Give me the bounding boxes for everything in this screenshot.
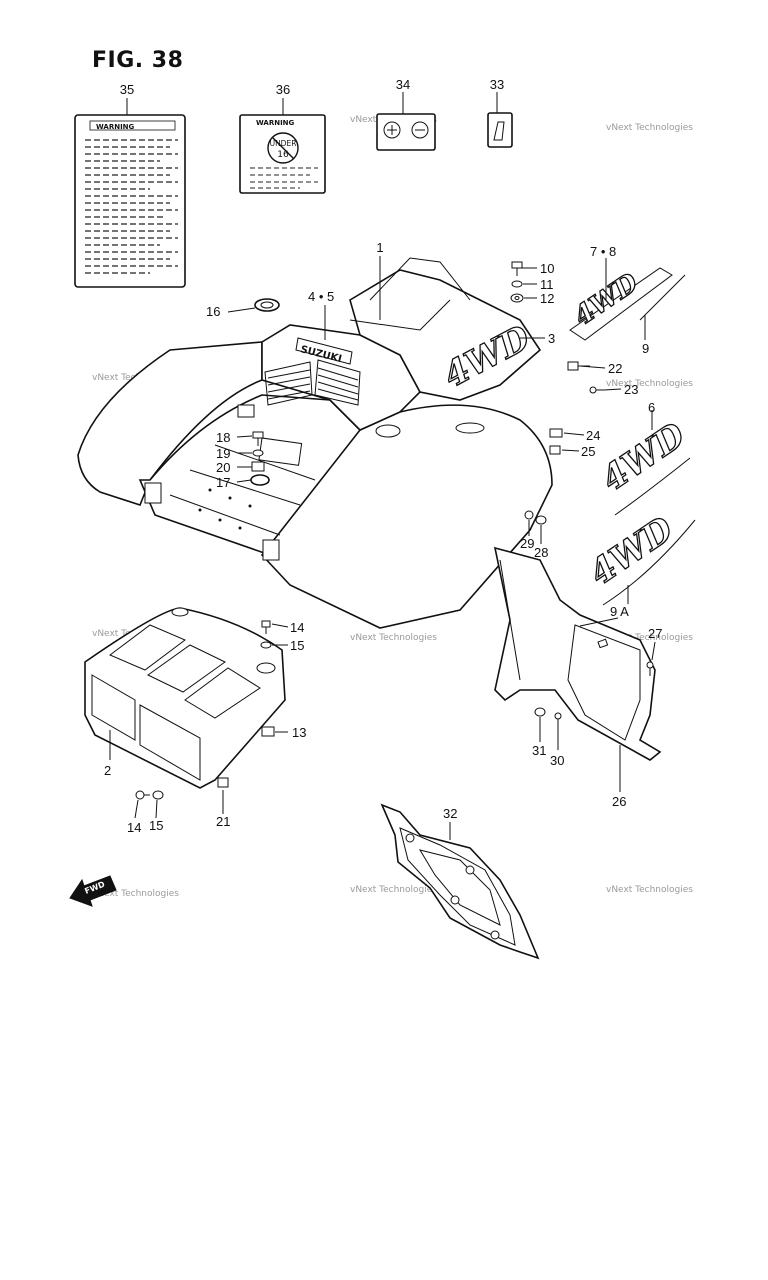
watermark-10: vNext Technologies <box>92 889 179 899</box>
callout-25: 25 <box>581 444 595 459</box>
grommet-part-17 <box>250 474 270 486</box>
fwd-arrow: FWD <box>69 875 117 907</box>
mud-guard-part-32 <box>380 803 540 960</box>
callout-27: 27 <box>648 626 662 641</box>
washer-part-31 <box>534 707 546 717</box>
callout-19: 19 <box>216 446 230 461</box>
watermark-6: vNext Technologies <box>606 379 693 389</box>
nut-part-24 <box>549 428 563 438</box>
watermark-8: vNext Technologies <box>350 633 437 643</box>
clip-part-21 <box>217 777 229 788</box>
watermark-11: vNext Technologies <box>350 885 437 895</box>
front-fender-part-1: SUZUKI <box>77 257 553 629</box>
age-text: 16 <box>277 150 289 160</box>
callout-36: 36 <box>276 82 290 97</box>
callout-7-8: 7 • 8 <box>590 244 616 259</box>
decal-4wd-part-7-8: 4WD <box>568 267 686 341</box>
callout-12: 12 <box>540 291 554 306</box>
callout-17: 17 <box>216 475 230 490</box>
clip-part-22 <box>567 361 590 371</box>
watermark-12: vNext Technologies <box>606 885 693 895</box>
clip-part-13 <box>261 726 275 737</box>
callout-15-lower: 15 <box>149 818 163 833</box>
callout-11: 11 <box>540 277 554 292</box>
callout-29: 29 <box>520 536 534 551</box>
callout-9: 9 <box>642 341 649 356</box>
callout-31: 31 <box>532 743 546 758</box>
callout-21: 21 <box>216 814 230 829</box>
callout-23: 23 <box>624 382 638 397</box>
warning-card-part-35: WARNING <box>74 114 186 288</box>
screw-part-23 <box>589 386 604 394</box>
nut-part-20 <box>251 461 265 472</box>
figure-title: FIG. 38 <box>92 48 184 73</box>
callout-16: 16 <box>206 304 220 319</box>
callout-9a: 9 A <box>610 604 629 619</box>
under-text: UNDER <box>270 139 297 148</box>
side-panel-part-26 <box>493 546 662 761</box>
callout-4-5: 4 • 5 <box>308 289 334 304</box>
decal-4wd-text-9a: 4WD <box>583 509 682 594</box>
screw-part-29 <box>524 510 534 520</box>
callout-14-upper: 14 <box>290 620 304 635</box>
nut-part-12 <box>510 293 524 303</box>
leader-lines <box>109 92 656 840</box>
callout-3: 3 <box>548 331 555 346</box>
hardware-parts <box>135 261 654 800</box>
callout-26: 26 <box>612 794 626 809</box>
screw-part-14-lower <box>135 790 150 800</box>
warning-label-heading: WARNING <box>256 119 295 127</box>
callout-20: 20 <box>216 460 230 475</box>
screw-part-27 <box>646 661 654 676</box>
callout-28: 28 <box>534 545 548 560</box>
callout-numbers: 35 36 34 33 1 10 11 12 7 • 8 16 4 • 5 3 … <box>104 77 662 835</box>
front-cover-part-2 <box>84 607 286 789</box>
callout-35: 35 <box>120 82 134 97</box>
screw-part-30 <box>554 712 562 726</box>
washer-part-28 <box>535 515 547 525</box>
callout-18: 18 <box>216 430 230 445</box>
screw-part-18 <box>252 431 264 446</box>
screw-part-14-upper <box>261 620 271 634</box>
callout-32: 32 <box>443 806 457 821</box>
decal-4wd-text-6: 4WD <box>595 415 694 500</box>
lever-label-part-33 <box>487 112 513 148</box>
callout-22: 22 <box>608 361 622 376</box>
callout-10: 10 <box>540 261 554 276</box>
decal-4wd-part-9a: 4WD <box>582 508 696 606</box>
callout-30: 30 <box>550 753 564 768</box>
callout-13: 13 <box>292 725 306 740</box>
callout-2: 2 <box>104 763 111 778</box>
nut-part-25 <box>549 445 561 455</box>
decal-4wd-part-6: 4WD <box>594 414 694 516</box>
bolt-part-10 <box>511 261 523 276</box>
watermark-3: vNext Technologies <box>606 123 693 133</box>
callout-14-lower: 14 <box>127 820 141 835</box>
washer-part-15-upper <box>260 641 272 649</box>
callout-6: 6 <box>648 400 655 415</box>
callout-34: 34 <box>396 77 410 92</box>
callout-24: 24 <box>586 428 600 443</box>
control-label-part-34 <box>376 113 436 151</box>
washer-part-11 <box>511 280 523 288</box>
callout-33: 33 <box>490 77 504 92</box>
callout-15-upper: 15 <box>290 638 304 653</box>
warning-card-heading: WARNING <box>96 123 135 131</box>
watermark-9: vNext Technologies <box>606 633 693 643</box>
callout-1: 1 <box>376 240 383 255</box>
under16-label-part-36: WARNING UNDER 16 <box>239 114 326 194</box>
washer-part-19 <box>252 449 264 457</box>
grommet-part-16 <box>254 298 280 312</box>
washer-part-15-lower <box>152 790 164 800</box>
